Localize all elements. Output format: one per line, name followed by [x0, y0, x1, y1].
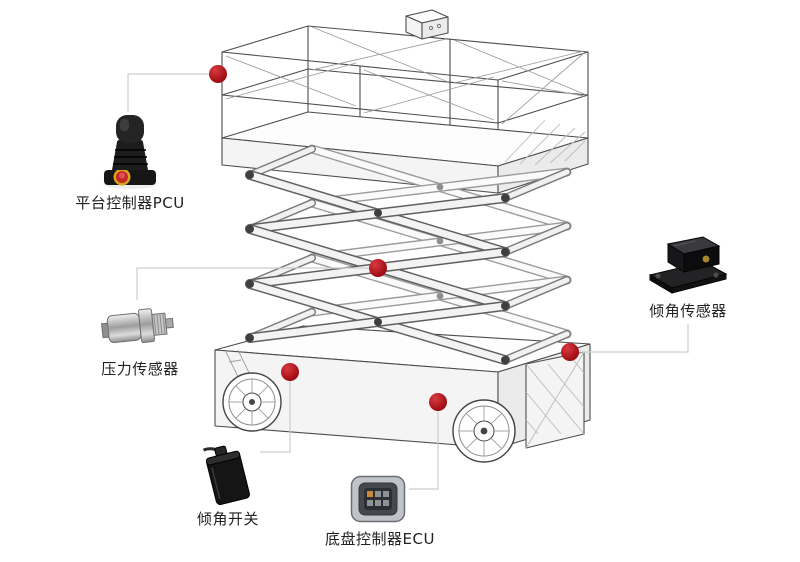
callout-line-tilt-sensor	[570, 324, 689, 353]
callout-line-tilt-switch	[260, 372, 291, 453]
guardrail-cross-braces	[225, 26, 585, 125]
marker-tilt-sensor-dot	[561, 343, 579, 361]
callout-line-pcu	[127, 73, 218, 112]
ecu-module-image	[349, 474, 407, 528]
marker-ecu-dot	[429, 393, 447, 411]
callout-label-pressure: 压力传感器	[101, 360, 179, 378]
scissor-arms-rear	[307, 144, 572, 339]
wheel-left	[222, 372, 282, 432]
chassis-side-panel	[525, 351, 585, 449]
scissor-arms-front	[245, 170, 510, 365]
callout-label-tilt-sensor: 倾角传感器	[649, 302, 727, 320]
callout-line-ecu	[409, 402, 439, 490]
wheel-right	[452, 399, 516, 463]
marker-pressure-dot	[369, 259, 387, 277]
callout-label-pcu: 平台控制器PCU	[75, 194, 185, 212]
callout-line-pressure	[136, 267, 378, 300]
tilt-switch-image	[196, 438, 260, 514]
callout-label-ecu: 底盘控制器ECU	[325, 530, 435, 548]
pressure-sensor-image	[100, 298, 176, 358]
platform-guardrail	[221, 9, 589, 167]
marker-tilt-switch-dot	[281, 363, 299, 381]
joystick-controller-image	[95, 110, 165, 194]
tilt-sensor-image	[646, 231, 730, 301]
callout-label-tilt-switch: 倾角开关	[196, 510, 260, 528]
platform-console-box	[405, 9, 449, 40]
marker-pcu-dot	[209, 65, 227, 83]
callout-lines	[127, 73, 689, 490]
